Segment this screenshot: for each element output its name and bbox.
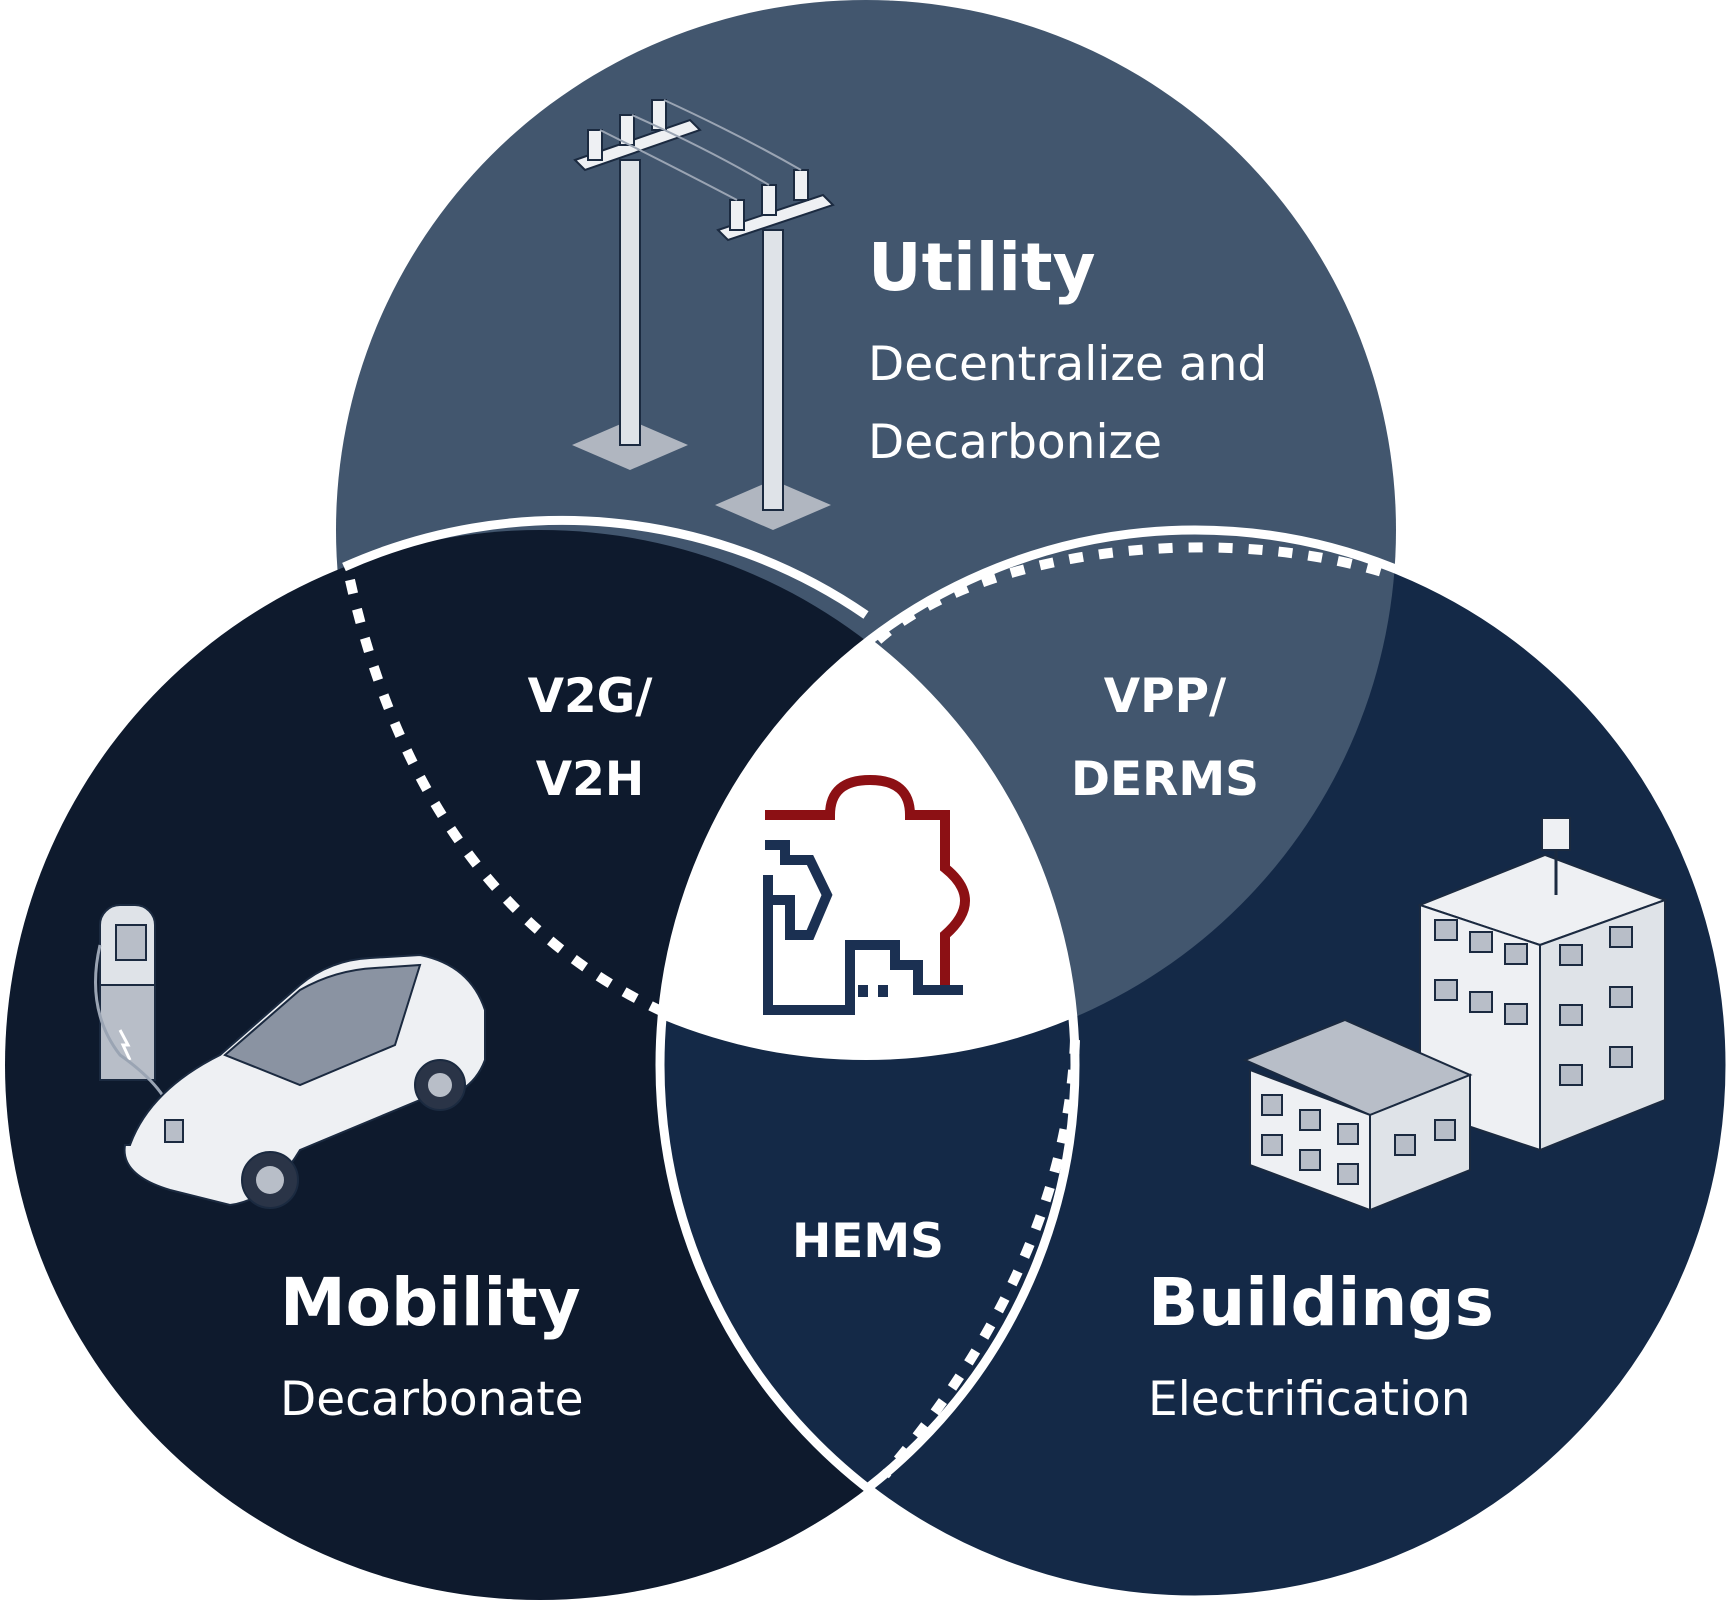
buildings-subtitle: Electrification [1148,1372,1471,1427]
v2g-label: V2G/ [528,669,654,724]
utility-title: Utility [868,229,1096,306]
mobility-buildings-dotted-line [881,1039,1080,1479]
utility-subtitle-line1: Decentralize and [868,337,1267,392]
buildings-title: Buildings [1148,1264,1494,1341]
vpp-label: VPP/ [1104,669,1227,724]
mobility-subtitle: Decarbonate [280,1372,584,1427]
buildings-icon [1242,817,1668,1212]
power-pole-icon [572,99,835,530]
hems-label: HEMS [792,1214,944,1269]
mobility-title: Mobility [280,1264,581,1341]
utility-buildings-overlap [660,530,1396,1060]
puzzle-home-icon [763,774,970,1015]
v2h-label: V2H [536,752,644,807]
utility-subtitle-line2: Decarbonize [868,415,1162,470]
buildings-edge-line [655,525,1732,1600]
derms-label: DERMS [1071,752,1259,807]
mobility-top-edge [342,515,869,619]
ev-charging-car-icon [94,904,486,1209]
mobility-edge-line [660,530,1080,1600]
utility-mobility-dotted-line [345,578,673,1020]
utility-buildings-dotted-line [874,542,1394,644]
